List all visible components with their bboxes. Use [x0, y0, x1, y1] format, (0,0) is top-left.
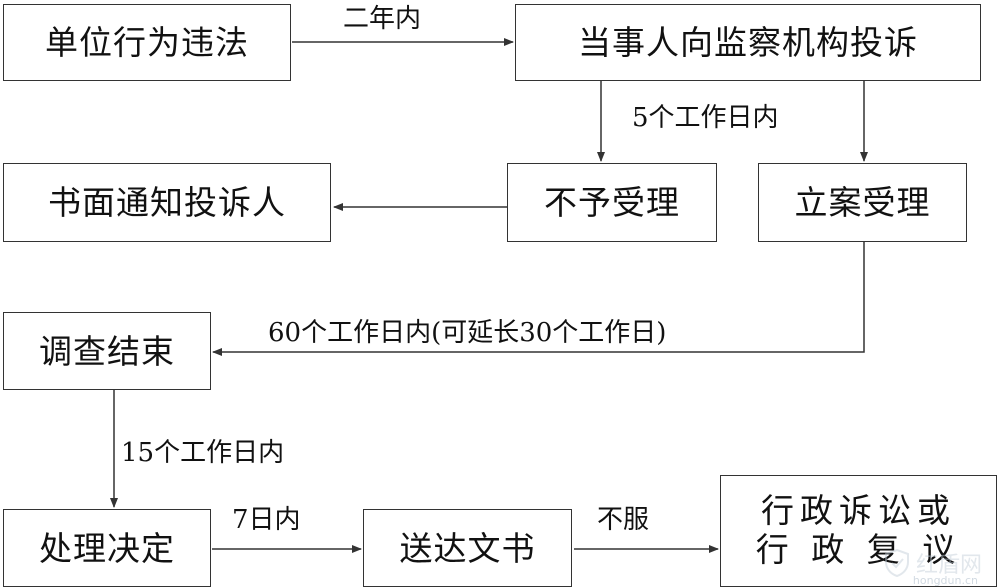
node-complaint: 当事人向监察机构投诉	[515, 4, 981, 81]
watermark-domain: hongdun.cn	[912, 574, 978, 587]
shield-logo-icon	[884, 549, 909, 577]
node-violation: 单位行为违法	[3, 4, 291, 81]
node-decision: 处理决定	[3, 509, 211, 587]
node-reject-label: 不予受理	[544, 183, 680, 222]
label-within-two-years: 二年内	[343, 4, 422, 34]
node-reject: 不予受理	[507, 163, 717, 242]
node-complaint-label: 当事人向监察机构投诉	[578, 23, 918, 62]
node-violation-label: 单位行为违法	[45, 23, 249, 62]
label-sixty-days: 60个工作日内(可延长30个工作日)	[268, 318, 667, 348]
node-notify-label: 书面通知投诉人	[48, 183, 286, 222]
node-investigate: 调查结束	[3, 312, 211, 390]
node-decision-label: 处理决定	[39, 528, 175, 568]
node-deliver-label: 送达文书	[399, 528, 536, 568]
node-final-line2: 行 政 复 议	[755, 530, 962, 569]
label-seven-days: 7日内	[232, 505, 301, 535]
watermark-brand: 红盾网	[915, 553, 982, 578]
label-disagree: 不服	[597, 505, 650, 535]
watermark: 红盾网	[884, 547, 982, 579]
label-five-days: 5个工作日内	[632, 103, 779, 133]
node-deliver: 送达文书	[363, 509, 572, 587]
node-final: 行政诉讼或 行 政 复 议	[720, 475, 997, 587]
node-investigate-label: 调查结束	[39, 331, 175, 371]
arrow-accept-to-investigate	[212, 242, 865, 356]
label-fifteen-days: 15个工作日内	[121, 438, 285, 468]
node-notify: 书面通知投诉人	[3, 163, 331, 242]
node-accept-label: 立案受理	[794, 183, 931, 222]
node-accept: 立案受理	[758, 163, 967, 242]
node-final-line1: 行政诉讼或	[761, 491, 956, 531]
